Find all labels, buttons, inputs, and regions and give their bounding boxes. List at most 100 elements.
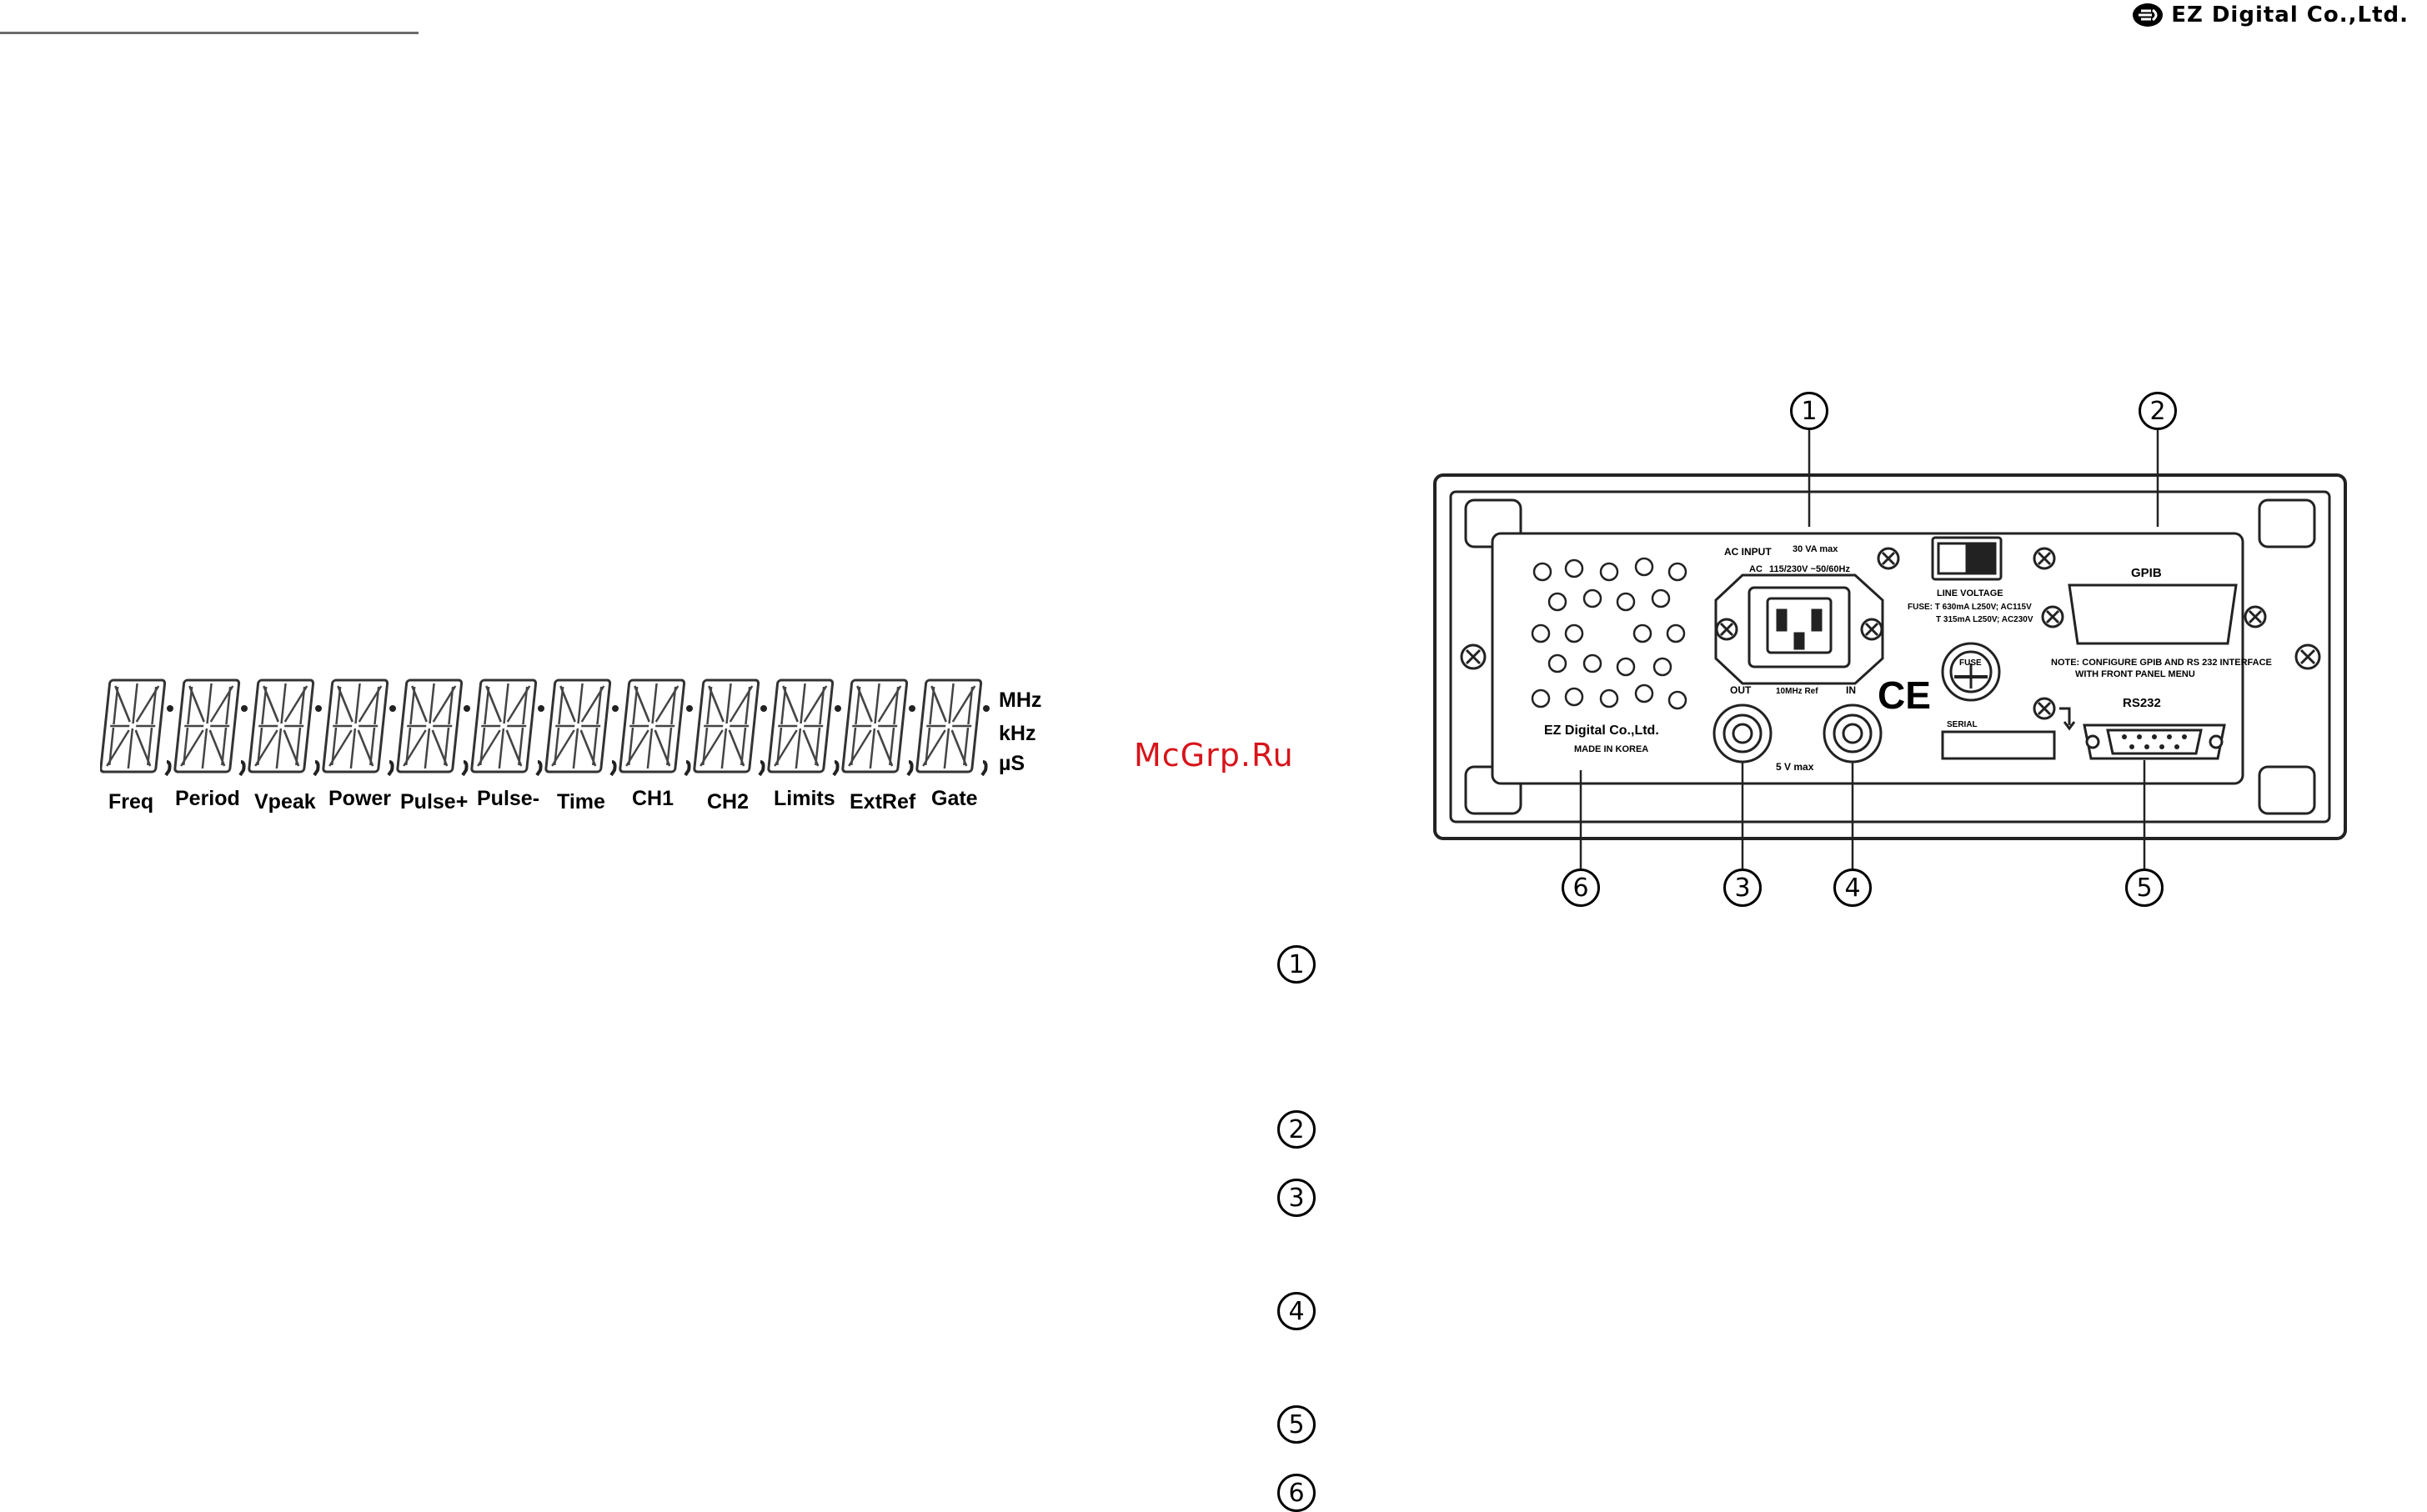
segment-comma [684,760,691,777]
in-label: IN [1846,684,1856,696]
callout-3: 3 [1723,869,1762,907]
segment-comma [461,760,469,777]
display-label: Period [175,787,240,810]
vent-hole [1564,687,1584,707]
brand: EZ Digital Co.,Ltd. [2131,2,2409,28]
callout-6: 6 [1562,869,1600,907]
line-voltage-label: LINE VOLTAGE [1937,588,2003,598]
vent-hole [1632,623,1652,643]
segment-dot [241,705,248,712]
segment-dot [760,705,767,712]
display-label: Pulse+ [400,790,469,814]
vent-hole [1616,592,1636,612]
segment-comma [758,760,765,777]
vent-hole [1651,588,1671,608]
callout-leaders [1579,430,2159,869]
segment-digit [544,678,612,774]
vent-hole [1667,562,1687,582]
fourteen-segment-display [100,678,990,777]
display-label: Time [557,790,605,814]
vent-hole [1582,588,1602,608]
segment-comma [980,760,988,777]
note-line-2: WITH FRONT PANEL MENU [2075,669,2195,679]
vent-hole [1531,623,1551,643]
segment-comma [313,760,320,777]
display-label: Power [328,787,392,810]
display-label: Pulse- [477,787,540,810]
vent-hole [1531,688,1551,708]
callout-4: 4 [1833,869,1872,907]
ground-arrow-icon [2059,707,2076,731]
ac-spec-ac: AC [1749,564,1763,574]
note-line-1: NOTE: CONFIGURE GPIB AND RS 232 INTERFAC… [2051,658,2272,668]
legend-marker-4: 4 [1277,1292,1316,1330]
rs232-pins [2122,734,2187,749]
fuse-holder [1941,642,2001,702]
vent-hole [1547,592,1567,612]
vent-hole [1634,557,1654,577]
segment-digit [767,678,835,774]
display-label: Freq [108,790,154,814]
bnc-connectors [1712,703,1883,764]
segment-comma [609,760,617,777]
segment-digit [173,678,241,774]
vent-hole [1616,657,1636,677]
segment-comma [164,760,172,777]
display-label: CH1 [632,787,674,810]
callout-1: 1 [1790,392,1828,430]
ac-input-label: AC INPUT [1724,546,1772,558]
segment-dot [835,705,841,712]
segment-comma [906,760,914,777]
vent-hole [1599,562,1619,582]
segment-comma [535,760,543,777]
vent-hole [1667,690,1687,710]
company-label: EZ Digital Co.,Ltd. [1544,723,1659,738]
max-voltage-label: 5 V max [1776,761,1814,773]
segment-digit [396,678,464,774]
segment-dot [983,705,990,712]
vent-hole [1564,558,1584,578]
unit-label: MHz [999,688,1042,712]
screw-icons [1460,547,2321,720]
fuse-spec-1: FUSE: T 630mA L250V; AC115V [1908,603,2032,612]
vent-hole [1666,623,1686,643]
gpib-connector [2068,583,2238,645]
segment-dot [464,705,470,712]
legend-marker-6: 6 [1277,1474,1316,1512]
segment-dot [538,705,544,712]
segment-digit [322,678,389,774]
rs232-connector [2083,723,2226,760]
ventilation-holes [1531,557,1687,710]
segment-comma [238,760,246,777]
ez-logo-icon [2133,3,2164,27]
ac-spec-voltage: 115/230V ~50/60Hz [1769,564,1850,574]
gpib-label: GPIB [2131,566,2162,580]
out-label: OUT [1730,684,1752,696]
segment-dot [909,705,915,712]
legend-marker-2: 2 [1277,1110,1316,1149]
segment-digit [470,678,538,774]
vent-hole [1599,688,1619,708]
segment-dot [167,705,173,712]
unit-label: kHz [999,722,1036,745]
unit-label: µS [999,752,1025,775]
segment-digit [841,678,909,774]
brand-name: EZ Digital Co.,Ltd. [2171,3,2409,28]
segment-digit [248,678,315,774]
serial-label: SERIAL [1947,720,1978,729]
legend-marker-3: 3 [1277,1179,1316,1217]
legend-marker-1: 1 [1277,945,1316,984]
ac-power-label: 30 VA max [1793,544,1838,554]
display-label: Gate [931,787,978,810]
header-rule [0,32,419,34]
segment-digit [100,678,167,774]
ref-label: 10MHz Ref [1776,687,1818,696]
segment-comma [387,760,394,777]
segment-dot [686,705,693,712]
fuse-knob-label: FUSE [1959,658,1982,668]
display-label: Vpeak [254,790,316,814]
line-voltage-switch [1931,536,2003,581]
segment-dot [315,705,322,712]
vent-hole [1564,623,1584,643]
